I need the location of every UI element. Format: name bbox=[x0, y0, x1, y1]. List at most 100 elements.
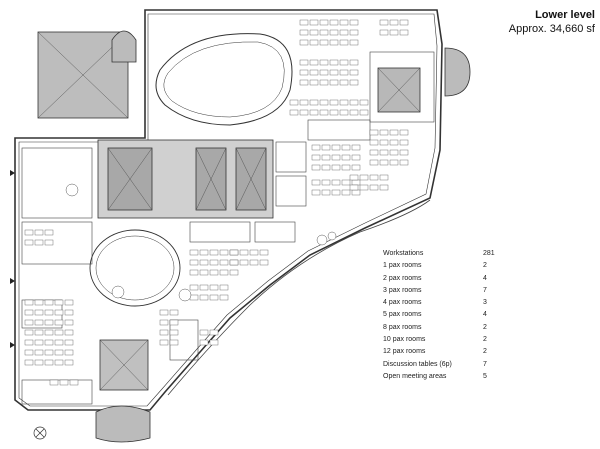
workstation-desk bbox=[44, 349, 54, 356]
schedule-row: 5 pax rooms 4 bbox=[383, 309, 513, 321]
schedule-label: Discussion tables (6p) bbox=[383, 360, 452, 368]
workstation-desk bbox=[54, 299, 64, 306]
workstation-desk bbox=[199, 259, 209, 266]
schedule-count: 7 bbox=[483, 360, 487, 368]
workstation-desk bbox=[389, 159, 399, 166]
workstation-desk bbox=[331, 179, 341, 186]
workstation-desk bbox=[34, 229, 44, 236]
workstation-desk bbox=[349, 59, 359, 66]
schedule-count: 5 bbox=[483, 372, 487, 380]
schedule-count: 7 bbox=[483, 286, 487, 294]
workstation-desk bbox=[159, 329, 169, 336]
workstation-desk bbox=[229, 259, 239, 266]
north-arrow bbox=[33, 426, 47, 440]
workstation-desk bbox=[229, 249, 239, 256]
workstation-desk bbox=[311, 144, 321, 151]
workstation-desk bbox=[24, 299, 34, 306]
workstation-desk bbox=[379, 159, 389, 166]
workstation-desk bbox=[399, 29, 409, 36]
workstation-desk bbox=[339, 79, 349, 86]
workstation-desk bbox=[299, 99, 309, 106]
workstation-desk bbox=[289, 109, 299, 116]
workstation-desk bbox=[389, 139, 399, 146]
schedule-label: 1 pax rooms bbox=[383, 262, 422, 270]
workstation-desk bbox=[311, 189, 321, 196]
workstation-desk bbox=[299, 69, 309, 76]
workstation-desk bbox=[339, 99, 349, 106]
workstation-desk bbox=[319, 59, 329, 66]
workstation-desk bbox=[239, 249, 249, 256]
workstation-desk bbox=[341, 164, 351, 171]
workstation-desk bbox=[369, 149, 379, 156]
workstation-desk bbox=[299, 29, 309, 36]
workstation-desk bbox=[59, 379, 69, 386]
workstation-desk bbox=[319, 99, 329, 106]
workstation-desk bbox=[44, 299, 54, 306]
workstation-desk bbox=[44, 309, 54, 316]
workstation-desk bbox=[219, 249, 229, 256]
workstation-desk bbox=[349, 184, 359, 191]
workstation-desk bbox=[299, 59, 309, 66]
room-partitions bbox=[21, 51, 435, 405]
workstation-desk bbox=[351, 154, 361, 161]
workstation-desk bbox=[369, 174, 379, 181]
workstation-desk bbox=[34, 299, 44, 306]
workstation-desk bbox=[209, 294, 219, 301]
workstation-desk bbox=[359, 174, 369, 181]
workstation-desk bbox=[309, 59, 319, 66]
workstation-desk bbox=[24, 239, 34, 246]
workstation-desk bbox=[209, 329, 219, 336]
workstation-desk bbox=[209, 249, 219, 256]
schedule-label: Open meeting areas bbox=[383, 372, 447, 380]
schedule-label: 8 pax rooms bbox=[383, 323, 422, 331]
workstation-desk bbox=[299, 19, 309, 26]
service-cores bbox=[37, 31, 421, 391]
workstation-desk bbox=[379, 19, 389, 26]
schedule-count: 4 bbox=[483, 311, 487, 319]
schedule-label: 5 pax rooms bbox=[383, 311, 422, 319]
workstation-desk bbox=[54, 319, 64, 326]
workstation-desk bbox=[199, 284, 209, 291]
workstation-desk bbox=[159, 339, 169, 346]
workstation-desk bbox=[329, 59, 339, 66]
workstation-desk bbox=[319, 69, 329, 76]
workstation-desk bbox=[309, 29, 319, 36]
workstation-desk bbox=[239, 259, 249, 266]
workstation-desk bbox=[24, 339, 34, 346]
workstation-desk bbox=[331, 144, 341, 151]
workstation-desk bbox=[399, 139, 409, 146]
workstation-desk bbox=[379, 149, 389, 156]
workstation-desk bbox=[34, 309, 44, 316]
workstation-desk bbox=[44, 339, 54, 346]
workstation-desk bbox=[321, 164, 331, 171]
workstation-desk bbox=[389, 149, 399, 156]
workstation-desk bbox=[329, 29, 339, 36]
level-name: Lower level bbox=[535, 9, 595, 21]
workstation-desk bbox=[321, 189, 331, 196]
entry-arrow-markers bbox=[10, 170, 15, 348]
workstation-desk bbox=[199, 294, 209, 301]
workstation-desk bbox=[349, 29, 359, 36]
workstation-desk bbox=[54, 329, 64, 336]
workstation-desk bbox=[64, 359, 74, 366]
workstation-desk bbox=[311, 164, 321, 171]
workstation-desk bbox=[24, 309, 34, 316]
schedule-count: 2 bbox=[483, 348, 487, 356]
workstation-desk bbox=[309, 19, 319, 26]
workstation-desk bbox=[321, 179, 331, 186]
workstation-desk bbox=[349, 109, 359, 116]
workstation-desk bbox=[199, 329, 209, 336]
workstation-desk bbox=[169, 329, 179, 336]
workstation-desk bbox=[329, 19, 339, 26]
workstation-desk bbox=[34, 239, 44, 246]
schedule-count: 281 bbox=[483, 250, 495, 257]
workstation-desk bbox=[64, 319, 74, 326]
workstation-desk bbox=[169, 319, 179, 326]
workstation-desk bbox=[369, 159, 379, 166]
workstation-desk bbox=[341, 179, 351, 186]
schedule-label: 4 pax rooms bbox=[383, 299, 422, 307]
